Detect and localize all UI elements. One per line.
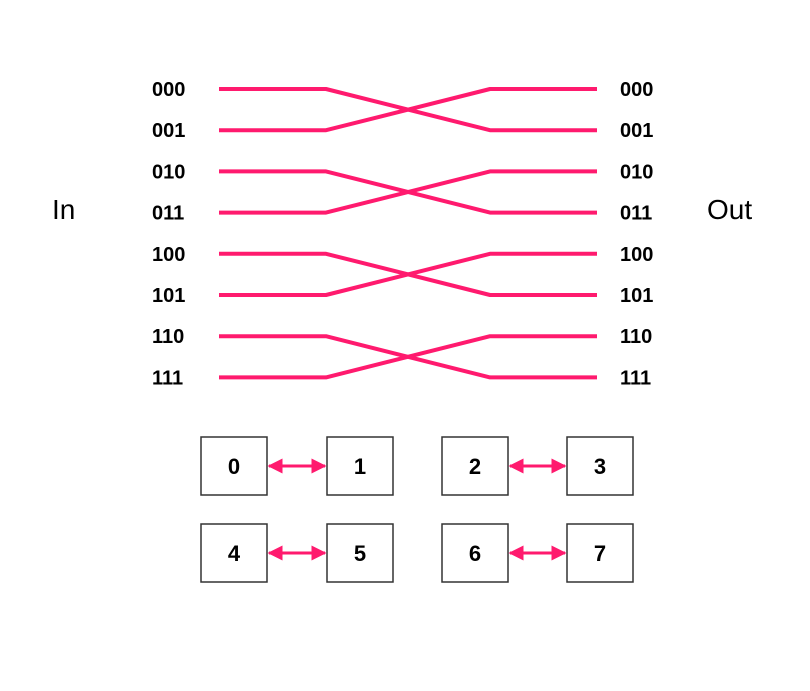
node-label-7: 7	[594, 541, 606, 566]
output-label-111: 111	[620, 367, 651, 389]
input-label-010: 010	[152, 161, 185, 183]
input-label-110: 110	[152, 326, 184, 348]
input-label-111: 111	[152, 367, 183, 389]
node-label-0: 0	[228, 454, 240, 479]
node-box-4	[200, 523, 268, 583]
input-label-001: 001	[152, 120, 185, 142]
output-label-100: 100	[620, 244, 653, 266]
out-label: Out	[707, 194, 752, 225]
node-label-1: 1	[354, 454, 366, 479]
in-label: In	[52, 194, 75, 225]
output-label-000: 000	[620, 79, 653, 101]
node-box-6	[441, 523, 509, 583]
node-label-3: 3	[594, 454, 606, 479]
node-label-5: 5	[354, 541, 366, 566]
node-label-2: 2	[469, 454, 481, 479]
input-label-101: 101	[152, 285, 185, 307]
input-label-100: 100	[152, 244, 185, 266]
wire-111-to-110	[219, 334, 597, 380]
output-label-001: 001	[620, 120, 653, 142]
node-box-5	[326, 523, 394, 583]
node-label-4: 4	[228, 541, 241, 566]
wire-011-to-010	[219, 169, 597, 215]
wire-101-to-100	[219, 251, 597, 297]
node-box-1	[326, 436, 394, 496]
wire-group	[219, 87, 597, 380]
bit-label-group: 000 001 010 011 100 101 110 111 000 001 010 011 100 1…	[152, 79, 653, 389]
output-label-010: 010	[620, 161, 653, 183]
input-label-000: 000	[152, 79, 185, 101]
node-box-0	[200, 436, 268, 496]
node-box-2	[441, 436, 509, 496]
output-label-101: 101	[620, 285, 653, 307]
node-box-3	[566, 436, 634, 496]
output-label-110: 110	[620, 326, 652, 348]
output-label-011: 011	[620, 203, 652, 225]
node-group: 0 1 2 3 4 5 6 7	[200, 436, 634, 583]
node-label-6: 6	[469, 541, 481, 566]
node-box-7	[566, 523, 634, 583]
wire-001-to-000	[219, 87, 597, 133]
input-label-011: 011	[152, 203, 184, 225]
